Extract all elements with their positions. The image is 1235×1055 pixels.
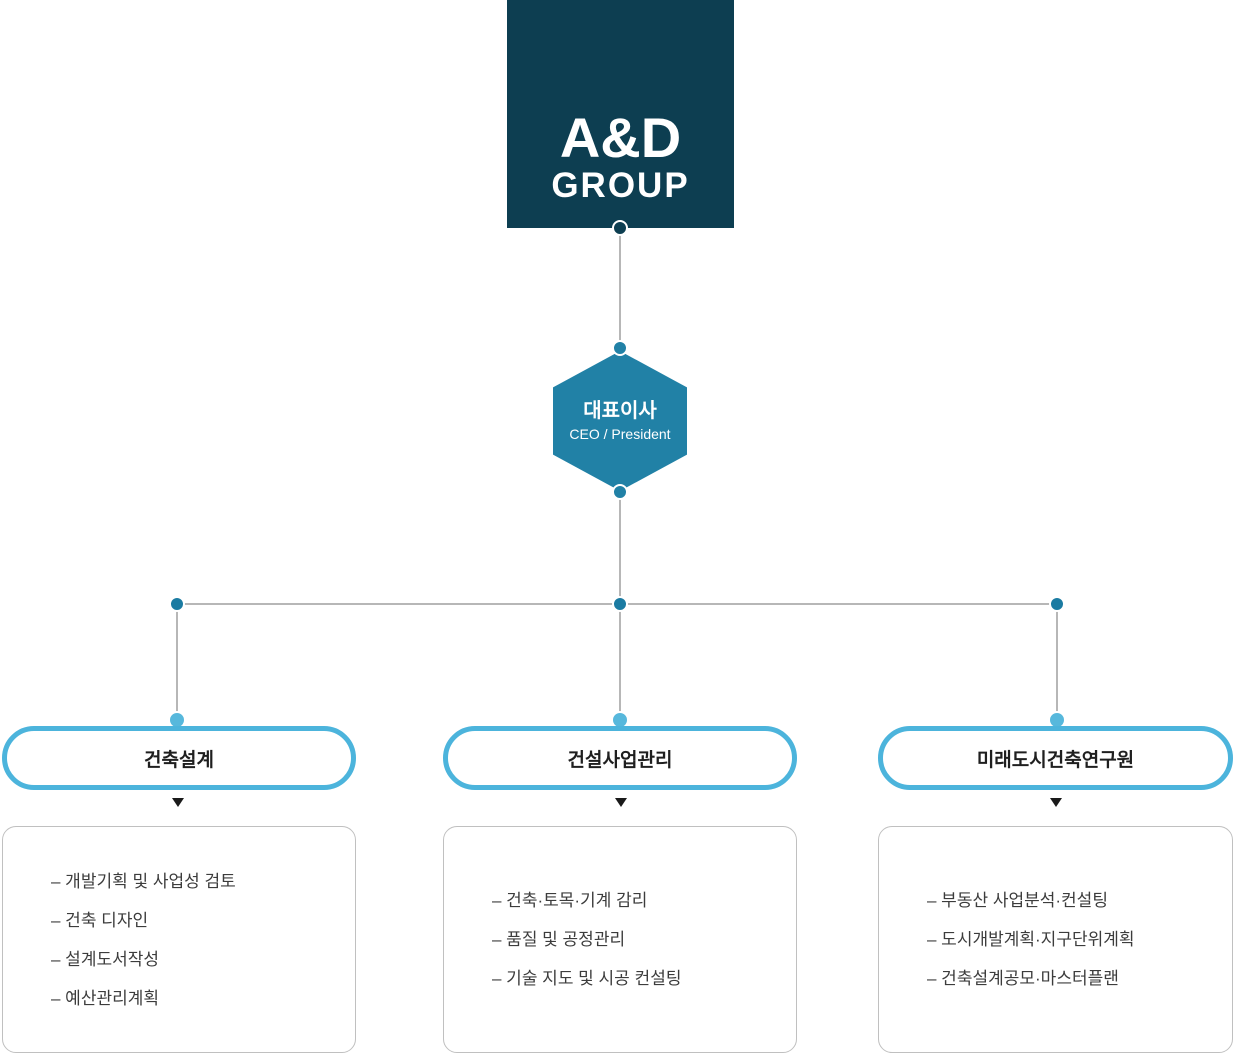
arrow-down-icon: [615, 798, 627, 807]
department-pill-construction-management: 건설사업관리: [443, 726, 797, 790]
department-pill-future-city-institute: 미래도시건축연구원: [878, 726, 1233, 790]
detail-item: – 도시개발계획·지구단위계획: [927, 930, 1135, 949]
detail-item: – 건축·토목·기계 감리: [492, 891, 648, 910]
logo-text-secondary: GROUP: [551, 166, 690, 205]
ceo-title: 대표이사: [583, 400, 657, 422]
department-details-architectural-design: – 개발기획 및 사업성 검토 – 건축 디자인 – 설계도서작성 – 예산관리…: [2, 826, 356, 1053]
detail-item: – 부동산 사업분석·컨설팅: [927, 891, 1108, 910]
ceo-subtitle: CEO / President: [569, 426, 671, 442]
detail-item: – 예산관리계획: [51, 988, 160, 1008]
dot-bus-center: [612, 596, 628, 612]
department-name: 건축설계: [144, 749, 214, 771]
connector-branch-3: [1056, 604, 1058, 720]
dot-bus-right: [1049, 596, 1065, 612]
dot-ceo-top: [612, 340, 628, 356]
detail-item: – 개발기획 및 사업성 검토: [51, 871, 236, 891]
department-details-future-city-institute: – 부동산 사업분석·컨설팅 – 도시개발계획·지구단위계획 – 건축설계공모·…: [878, 826, 1233, 1053]
ceo-node: 대표이사 CEO / President: [553, 351, 687, 491]
detail-item: – 기술 지도 및 시공 컨설팅: [492, 969, 682, 988]
arrow-down-icon: [1050, 798, 1062, 807]
detail-item: – 건축설계공모·마스터플랜: [927, 969, 1119, 988]
department-name: 건설사업관리: [567, 749, 673, 771]
company-logo: A&D GROUP: [507, 0, 734, 228]
department-details-construction-management: – 건축·토목·기계 감리 – 품질 및 공정관리 – 기술 지도 및 시공 컨…: [443, 826, 797, 1053]
connector-logo-to-ceo: [619, 228, 621, 348]
department-pill-architectural-design: 건축설계: [2, 726, 356, 790]
logo-text-primary: A&D: [559, 106, 682, 169]
department-name: 미래도시건축연구원: [976, 749, 1135, 771]
detail-item: – 설계도서작성: [51, 949, 160, 969]
connector-branch-2: [619, 604, 621, 720]
dot-logo-bottom: [612, 220, 628, 236]
detail-item: – 품질 및 공정관리: [492, 930, 626, 949]
connector-ceo-to-bus: [619, 492, 621, 604]
dot-bus-left: [169, 596, 185, 612]
detail-item: – 건축 디자인: [51, 910, 149, 930]
connector-branch-1: [176, 604, 178, 720]
arrow-down-icon: [172, 798, 184, 807]
dot-ceo-bottom: [612, 484, 628, 500]
